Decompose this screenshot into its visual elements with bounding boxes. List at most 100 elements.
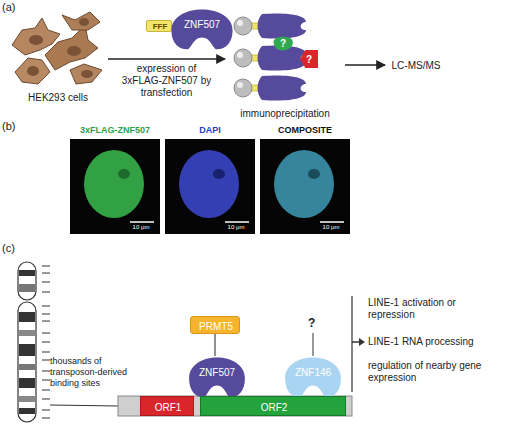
tick xyxy=(42,390,50,391)
line1-element xyxy=(118,396,352,416)
node-label: LC-MS/MS xyxy=(385,57,447,73)
tick xyxy=(42,282,50,283)
nucleolus xyxy=(213,169,225,179)
chromosome-band xyxy=(19,270,35,276)
cell-nucleus xyxy=(67,46,81,56)
nucleus xyxy=(84,150,144,218)
orf-box: ORF2 xyxy=(200,396,346,416)
tick xyxy=(42,418,50,419)
cell-shape xyxy=(70,64,102,84)
scale-bar xyxy=(320,221,344,223)
node-label: COMPOSITE xyxy=(260,124,350,138)
cell-cluster xyxy=(12,12,102,84)
connector-line xyxy=(215,334,216,356)
node-label: HEK293 cells xyxy=(8,90,108,104)
protein-shape: ZNF146 xyxy=(282,356,344,398)
ms-step: LC-MS/MS xyxy=(385,57,447,73)
tick xyxy=(42,292,50,293)
cell-nucleus xyxy=(29,35,43,45)
tick xyxy=(42,306,50,307)
flow-arrow xyxy=(345,64,385,65)
scale-bar xyxy=(225,221,249,223)
image-background xyxy=(70,139,160,234)
binding-site-ticks xyxy=(42,266,50,418)
outcome-arrow xyxy=(352,341,360,343)
orf-box: ORF1 xyxy=(140,396,194,416)
tick xyxy=(42,410,50,411)
node-label: ORF1 xyxy=(141,397,195,417)
bead xyxy=(234,17,252,35)
scale-label: 10 μm xyxy=(314,223,348,231)
node-label: ZNF507 xyxy=(186,364,248,380)
image-background xyxy=(260,139,350,234)
node-label: PRMT5 xyxy=(191,317,241,335)
panel-letter: (c) xyxy=(2,242,32,255)
bead-highlight xyxy=(237,20,243,26)
node-label: ZNF146 xyxy=(282,364,344,380)
ip-group: ?? immunoprecipitation xyxy=(225,10,345,120)
chromosome-band xyxy=(19,408,35,414)
micrograph-image xyxy=(70,124,160,234)
cell-nucleus xyxy=(27,66,39,76)
cell-shape xyxy=(15,58,50,84)
bead xyxy=(234,79,252,97)
outcome-text: LINE-1 RNA processing xyxy=(368,336,518,348)
nucleolus xyxy=(308,169,320,179)
unknown-partner-line xyxy=(313,333,314,356)
scale-label: 10 μm xyxy=(124,223,158,231)
nucleus xyxy=(179,150,239,218)
flow-arrow xyxy=(108,58,225,59)
chromosome-arm xyxy=(18,262,36,300)
tick xyxy=(42,321,50,322)
micrograph-image xyxy=(260,124,350,234)
cell-shape xyxy=(62,12,100,30)
chromosome-arm xyxy=(18,302,36,422)
cell-nucleus xyxy=(79,18,89,26)
protein-shape: ZNF507 xyxy=(186,356,248,398)
node-label: FFF xyxy=(147,21,173,33)
panel-letter: (b) xyxy=(2,120,32,133)
micrograph: COMPOSITE 10 μm xyxy=(260,124,350,234)
annotation: thousands of transposon-derived binding … xyxy=(50,356,140,388)
scale-bar xyxy=(130,221,154,223)
tick xyxy=(42,314,50,315)
outcome-arrowhead xyxy=(359,338,365,346)
tick xyxy=(42,360,50,361)
chromosome-band xyxy=(19,364,35,370)
bead-highlight xyxy=(237,82,243,88)
chromosome xyxy=(18,262,36,422)
prmt5-box: PRMT5 xyxy=(190,316,240,334)
chromosome-band xyxy=(19,312,35,322)
protein-shape: ZNF507 xyxy=(168,8,236,50)
node-label: ? xyxy=(272,36,294,51)
tick xyxy=(42,380,50,381)
tick xyxy=(42,273,50,274)
cell-shape xyxy=(45,25,98,70)
tick xyxy=(42,399,50,400)
tick xyxy=(42,352,50,353)
nucleolus xyxy=(118,169,130,179)
node-label: immunoprecipitation xyxy=(225,106,345,120)
chromosome-band xyxy=(19,344,35,356)
chromosome-band xyxy=(19,378,35,388)
bead-complexes xyxy=(234,13,306,100)
cell-nucleus xyxy=(81,70,93,78)
tick xyxy=(42,371,50,372)
bead xyxy=(234,49,252,67)
unknown-mark: ? xyxy=(308,316,320,330)
edge-label: expression of 3xFLAG-ZNF507 by transfect… xyxy=(119,63,215,99)
tick xyxy=(42,333,50,334)
chromosome-band xyxy=(19,396,35,402)
scale-label: 10 μm xyxy=(219,223,253,231)
nucleus xyxy=(274,150,334,218)
chromosome-band xyxy=(19,330,35,336)
unknown-interactor: ? xyxy=(272,36,294,51)
node-label: ? xyxy=(300,50,318,68)
outcome-text: LINE-1 activation or repression xyxy=(368,297,478,321)
tick xyxy=(42,342,50,343)
node-label: 3xFLAG-ZNF507 xyxy=(70,124,160,138)
cell-culture: HEK293 cells xyxy=(8,14,108,104)
node-label: ZNF507 xyxy=(168,16,236,32)
outcome-bracket xyxy=(351,296,352,392)
